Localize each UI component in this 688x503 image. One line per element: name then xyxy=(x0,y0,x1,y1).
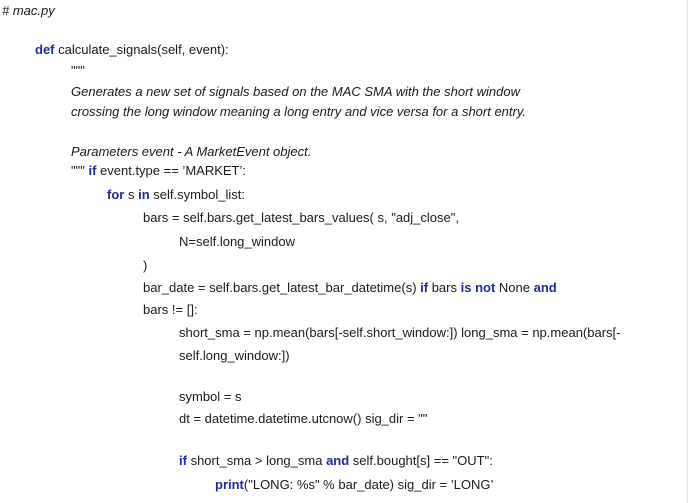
code-line-close-paren: ) xyxy=(143,258,148,273)
keyword-for: for xyxy=(107,187,125,202)
sma-compare: short_sma > long_sma xyxy=(186,453,327,468)
print-args: ("LONG: %s" % bar_date) sig_dir = ’LONG’ xyxy=(243,477,494,492)
code-line-sma: short_sma = np.mean(bars[-self.short_win… xyxy=(179,325,621,340)
bought-check: self.bought[s] == "OUT": xyxy=(349,453,493,468)
docstring-params: Parameters event - A MarketEvent object. xyxy=(71,144,312,159)
loop-iterable: self.symbol_list: xyxy=(149,187,246,202)
keyword-if: if xyxy=(179,453,187,468)
function-signature: calculate_signals(self, event): xyxy=(54,42,229,57)
keyword-if: if xyxy=(420,280,429,295)
keyword-print: print xyxy=(215,477,244,492)
keyword-if: if xyxy=(88,163,97,178)
code-line-dt: dt = datetime.datetime.utcnow() sig_dir … xyxy=(179,411,428,426)
docstring-open: """ xyxy=(71,63,85,78)
code-line-bars-nonempty: bars != []: xyxy=(143,302,198,317)
docstring-line-1: Generates a new set of signals based on … xyxy=(71,84,520,99)
docstring-line-2: crossing the long window meaning a long … xyxy=(71,104,526,119)
bar-date-assign: bar_date = self.bars.get_latest_bar_date… xyxy=(143,280,421,295)
none-literal: None xyxy=(495,280,534,295)
code-line-symbol: symbol = s xyxy=(179,389,242,404)
docstring-close: """ xyxy=(71,163,89,178)
keyword-in: in xyxy=(138,187,150,202)
keyword-is-not: is not xyxy=(460,280,496,295)
keyword-and: and xyxy=(533,280,557,295)
keyword-def: def xyxy=(35,42,55,57)
code-line-long-window-slice: self.long_window:]) xyxy=(179,348,290,363)
bars-ref: bars xyxy=(428,280,461,295)
code-line-bars: bars = self.bars.get_latest_bars_values(… xyxy=(143,210,459,225)
condition-market: event.type == ’MARKET’: xyxy=(96,163,246,178)
file-comment: # mac.py xyxy=(2,3,55,18)
code-line-print-long: print("LONG: %s" % bar_date) sig_dir = ’… xyxy=(215,477,493,493)
loop-variable: s xyxy=(124,187,139,202)
code-line-def: def calculate_signals(self, event): xyxy=(35,42,229,58)
code-line-if-market: """ if event.type == ’MARKET’: xyxy=(71,163,246,179)
code-line-if-long: if short_sma > long_sma and self.bought[… xyxy=(179,453,493,469)
code-line-long-window: N=self.long_window xyxy=(179,234,295,249)
code-line-for: for s in self.symbol_list: xyxy=(107,187,245,203)
code-line-bar-date: bar_date = self.bars.get_latest_bar_date… xyxy=(143,280,557,296)
keyword-and: and xyxy=(326,453,350,468)
